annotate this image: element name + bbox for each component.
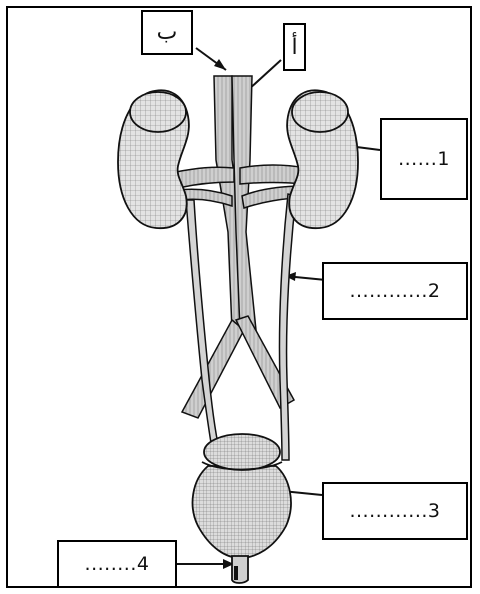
arrow-head-b: [214, 59, 226, 70]
label-box-1[interactable]: ......1: [380, 118, 468, 200]
left-ureter: [186, 200, 221, 460]
label-2-text: ............2: [349, 280, 440, 302]
label-a-text: أ: [291, 35, 297, 60]
label-b-text: ب: [157, 20, 178, 45]
label-box-a: أ: [283, 23, 306, 71]
label-box-3[interactable]: ............3: [322, 482, 468, 540]
bladder-group: [193, 434, 291, 583]
label-box-b: ب: [141, 10, 193, 55]
left-iliac-vessel: [182, 320, 244, 418]
bladder-dome: [204, 434, 280, 470]
urinary-bladder: [193, 466, 291, 558]
right-adrenal-gland: [292, 92, 348, 132]
label-3-text: ............3: [349, 500, 440, 522]
left-adrenal-gland: [130, 92, 186, 132]
label-1-text: ......1: [398, 148, 450, 170]
urethra-sphincter: [234, 566, 238, 580]
right-ureter: [279, 194, 296, 460]
label-box-2[interactable]: ............2: [322, 262, 468, 320]
label-box-4[interactable]: ........4: [57, 540, 177, 588]
label-4-text: ........4: [85, 553, 150, 575]
